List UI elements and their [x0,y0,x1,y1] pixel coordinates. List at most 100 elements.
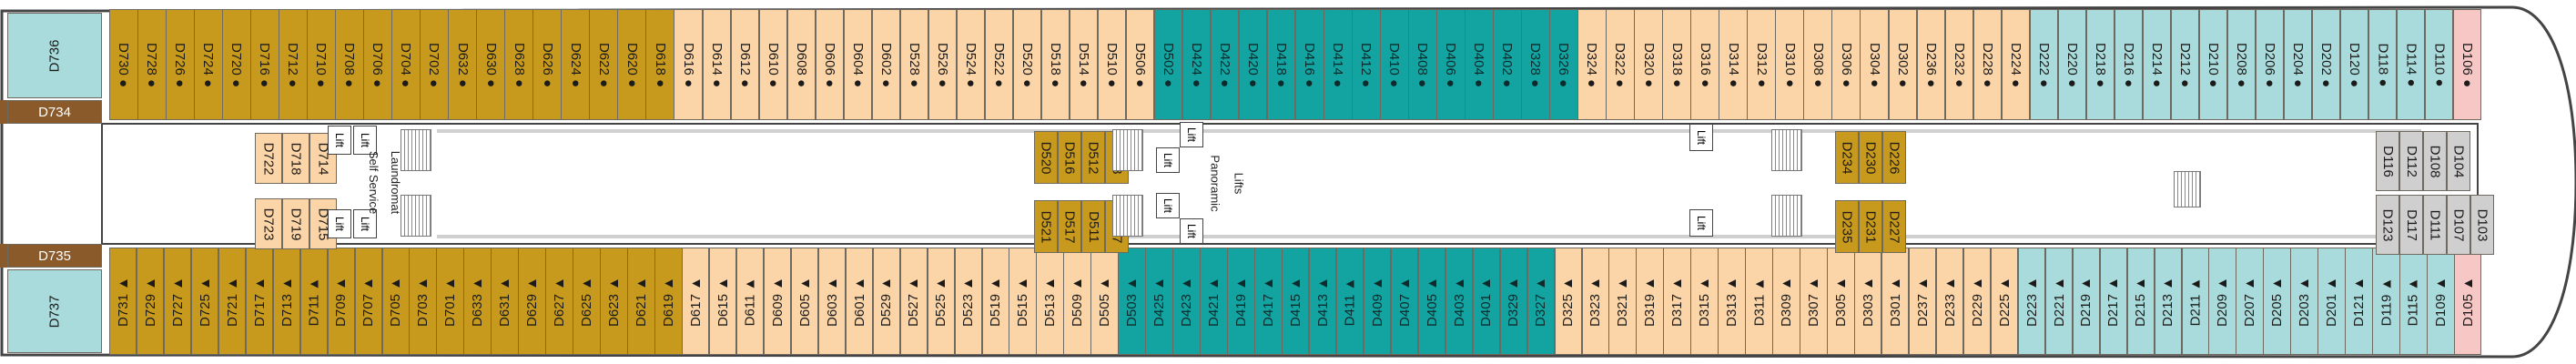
cabin-d609[interactable]: D609 ▲ [763,248,792,355]
cabin-d606[interactable]: D606 ● [815,9,845,120]
cabin-d208[interactable]: D208 ● [2226,9,2257,120]
cabin-d520[interactable]: D520 ● [1012,9,1042,120]
cabin-d234[interactable]: D234 [1835,131,1859,184]
cabin-d624[interactable]: D624 ● [561,9,590,120]
cabin-d529[interactable]: D529 ▲ [872,248,901,355]
cabin-d608[interactable]: D608 ● [786,9,816,120]
cabin-d226[interactable]: D226 [1882,131,1906,184]
cabin-d219[interactable]: D219 ▲ [2072,248,2101,355]
cabin-d311[interactable]: D311 ▲ [1745,248,1773,355]
cabin-d516[interactable]: D516 [1058,131,1081,184]
cabin-d323[interactable]: D323 ▲ [1581,248,1609,355]
cabin-d704[interactable]: D704 ● [391,9,421,120]
cabin-d724[interactable]: D724 ● [194,9,223,120]
cabin-d708[interactable]: D708 ● [335,9,364,120]
cabin-d720[interactable]: D720 ● [222,9,251,120]
cabin-d627[interactable]: D627 ▲ [545,248,573,355]
cabin-d521[interactable]: D521 [1034,200,1058,253]
cabin-d405[interactable]: D405 ▲ [1417,248,1446,355]
cabin-d710[interactable]: D710 ● [307,9,336,120]
cabin-d524[interactable]: D524 ● [956,9,986,120]
cabin-d401[interactable]: D401 ▲ [1472,248,1501,355]
cabin-d419[interactable]: D419 ▲ [1227,248,1255,355]
cabin-d628[interactable]: D628 ● [504,9,533,120]
cabin-d225[interactable]: D225 ▲ [1990,248,2019,355]
cabin-d731[interactable]: D731 ▲ [109,248,137,355]
aft-cabin-d735[interactable]: D735 [7,244,102,268]
cabin-d408[interactable]: D408 ● [1408,9,1437,120]
cabin-d726[interactable]: D726 ● [166,9,195,120]
cabin-d119[interactable]: D119 ▲ [2372,248,2400,355]
cabin-d604[interactable]: D604 ● [843,9,873,120]
cabin-d621[interactable]: D621 ▲ [627,248,655,355]
cabin-d116[interactable]: D116 [2376,131,2399,191]
cabin-d315[interactable]: D315 ▲ [1690,248,1719,355]
cabin-d210[interactable]: D210 ● [2198,9,2228,120]
cabin-d212[interactable]: D212 ● [2170,9,2200,120]
cabin-d625[interactable]: D625 ▲ [573,248,601,355]
cabin-d728[interactable]: D728 ● [137,9,167,120]
cabin-d614[interactable]: D614 ● [702,9,732,120]
cabin-d506[interactable]: D506 ● [1125,9,1155,120]
aft-cabin-d734[interactable]: D734 [7,100,102,124]
cabin-d204[interactable]: D204 ● [2283,9,2313,120]
cabin-d512[interactable]: D512 [1081,131,1105,184]
cabin-d106[interactable]: D106 ● [2452,9,2482,120]
cabin-d403[interactable]: D403 ▲ [1445,248,1474,355]
cabin-d602[interactable]: D602 ● [871,9,901,120]
cabin-d322[interactable]: D322 ● [1606,9,1635,120]
cabin-d218[interactable]: D218 ● [2085,9,2115,120]
cabin-d222[interactable]: D222 ● [2029,9,2059,120]
cabin-d411[interactable]: D411 ▲ [1335,248,1364,355]
cabin-d520[interactable]: D520 [1034,131,1058,184]
cabin-d511[interactable]: D511 [1081,200,1105,253]
cabin-d617[interactable]: D617 ▲ [682,248,710,355]
cabin-d237[interactable]: D237 ▲ [1908,248,1937,355]
cabin-d601[interactable]: D601 ▲ [845,248,874,355]
cabin-d502[interactable]: D502 ● [1153,9,1183,120]
cabin-d626[interactable]: D626 ● [532,9,562,120]
cabin-d235[interactable]: D235 [1835,200,1859,253]
cabin-d207[interactable]: D207 ▲ [2236,248,2264,355]
cabin-d505[interactable]: D505 ▲ [1090,248,1119,355]
cabin-d104[interactable]: D104 [2447,131,2470,191]
cabin-d514[interactable]: D514 ● [1069,9,1099,120]
cabin-d112[interactable]: D112 [2399,131,2423,191]
cabin-d224[interactable]: D224 ● [2001,9,2031,120]
cabin-d409[interactable]: D409 ▲ [1363,248,1392,355]
cabin-d205[interactable]: D205 ▲ [2263,248,2291,355]
cabin-d717[interactable]: D717 ▲ [245,248,274,355]
cabin-d727[interactable]: D727 ▲ [163,248,192,355]
cabin-d603[interactable]: D603 ▲ [817,248,847,355]
cabin-d605[interactable]: D605 ▲ [790,248,819,355]
cabin-d509[interactable]: D509 ▲ [1063,248,1091,355]
cabin-d503[interactable]: D503 ▲ [1118,248,1146,355]
cabin-d612[interactable]: D612 ● [730,9,760,120]
cabin-d301[interactable]: D301 ▲ [1881,248,1910,355]
cabin-d633[interactable]: D633 ▲ [463,248,492,355]
cabin-d209[interactable]: D209 ▲ [2208,248,2236,355]
cabin-d232[interactable]: D232 ● [1944,9,1974,120]
cabin-d701[interactable]: D701 ▲ [436,248,464,355]
cabin-d211[interactable]: D211 ▲ [2181,248,2209,355]
cabin-d523[interactable]: D523 ▲ [954,248,982,355]
cabin-d320[interactable]: D320 ● [1634,9,1663,120]
cabin-d304[interactable]: D304 ● [1860,9,1889,120]
cabin-d526[interactable]: D526 ● [928,9,958,120]
cabin-d515[interactable]: D515 ▲ [1009,248,1037,355]
cabin-d325[interactable]: D325 ▲ [1554,248,1582,355]
aft-cabin-d737[interactable]: D737 [7,269,102,353]
cabin-d610[interactable]: D610 ● [758,9,788,120]
cabin-d623[interactable]: D623 ▲ [600,248,628,355]
cabin-d413[interactable]: D413 ▲ [1308,248,1337,355]
cabin-d313[interactable]: D313 ▲ [1718,248,1746,355]
cabin-d707[interactable]: D707 ▲ [354,248,383,355]
cabin-d123[interactable]: D123 [2376,195,2399,255]
cabin-d703[interactable]: D703 ▲ [409,248,437,355]
cabin-d730[interactable]: D730 ● [109,9,138,120]
cabin-d632[interactable]: D632 ● [448,9,477,120]
cabin-d327[interactable]: D327 ▲ [1526,248,1556,355]
cabin-d236[interactable]: D236 ● [1916,9,1946,120]
cabin-d414[interactable]: D414 ● [1323,9,1353,120]
cabin-d118[interactable]: D118 ● [2368,9,2398,120]
